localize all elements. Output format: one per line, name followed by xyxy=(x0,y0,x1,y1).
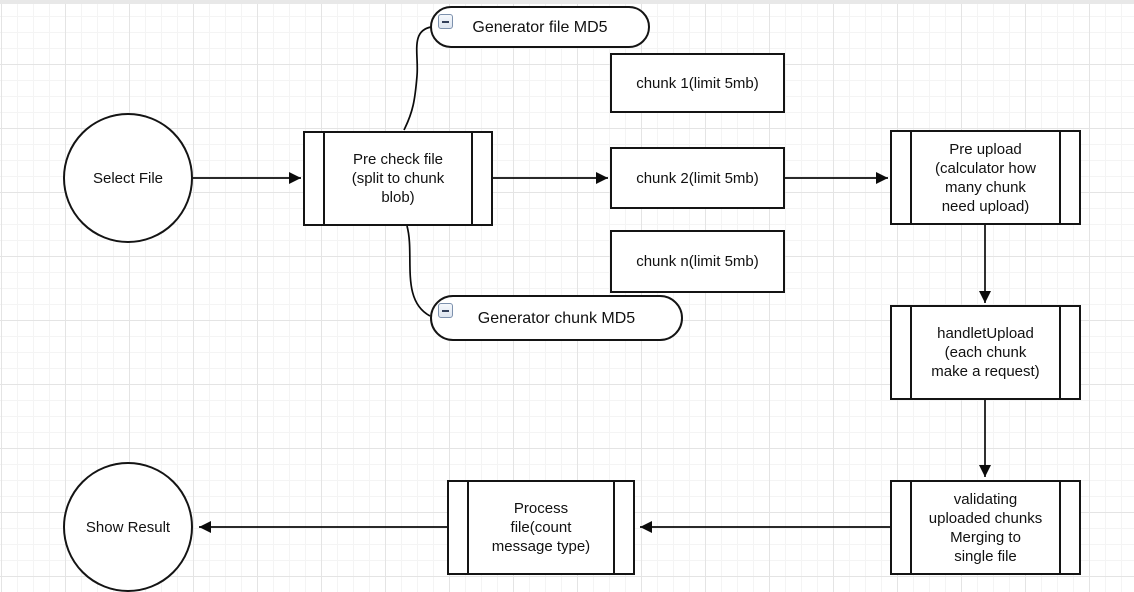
node-pre-upload[interactable]: Pre upload (calculator how many chunk ne… xyxy=(890,130,1081,225)
node-handlet-upload[interactable]: handletUpload (each chunk make a request… xyxy=(890,305,1081,400)
node-pre-upload-label: Pre upload (calculator how many chunk ne… xyxy=(935,140,1036,215)
node-chunk-2[interactable]: chunk 2(limit 5mb) xyxy=(610,147,785,209)
node-pre-check-file-label: Pre check file (split to chunk blob) xyxy=(351,151,445,206)
node-generator-file-md5[interactable]: Generator file MD5 xyxy=(430,6,650,48)
node-chunk-2-label: chunk 2(limit 5mb) xyxy=(636,169,759,187)
node-show-result[interactable]: Show Result xyxy=(63,462,193,592)
node-select-file[interactable]: Select File xyxy=(63,113,193,243)
node-validating-merging[interactable]: validating uploaded chunks Merging to si… xyxy=(890,480,1081,575)
collapse-minus-icon[interactable] xyxy=(438,14,453,29)
node-chunk-n[interactable]: chunk n(limit 5mb) xyxy=(610,230,785,293)
node-chunk-1-label: chunk 1(limit 5mb) xyxy=(636,74,759,92)
node-handlet-upload-label: handletUpload (each chunk make a request… xyxy=(931,325,1040,380)
edge-precheck-generatorchunkmd5[interactable] xyxy=(406,225,431,317)
node-validating-merging-label: validating uploaded chunks Merging to si… xyxy=(928,490,1043,565)
node-process-file-label: Process file(count message type) xyxy=(491,500,591,555)
node-generator-file-md5-label: Generator file MD5 xyxy=(472,18,608,36)
edge-generatorfilemd5-precheck[interactable] xyxy=(403,26,432,131)
node-generator-chunk-md5-label: Generator chunk MD5 xyxy=(477,309,636,327)
node-chunk-n-label: chunk n(limit 5mb) xyxy=(636,253,759,270)
node-process-file[interactable]: Process file(count message type) xyxy=(447,480,635,575)
node-select-file-label: Select File xyxy=(92,169,164,187)
node-pre-check-file[interactable]: Pre check file (split to chunk blob) xyxy=(303,131,493,226)
node-generator-chunk-md5[interactable]: Generator chunk MD5 xyxy=(430,295,683,341)
node-chunk-1[interactable]: chunk 1(limit 5mb) xyxy=(610,53,785,113)
canvas-top-edge xyxy=(0,0,1134,4)
node-show-result-label: Show Result xyxy=(85,518,171,536)
collapse-minus-icon[interactable] xyxy=(438,303,453,318)
